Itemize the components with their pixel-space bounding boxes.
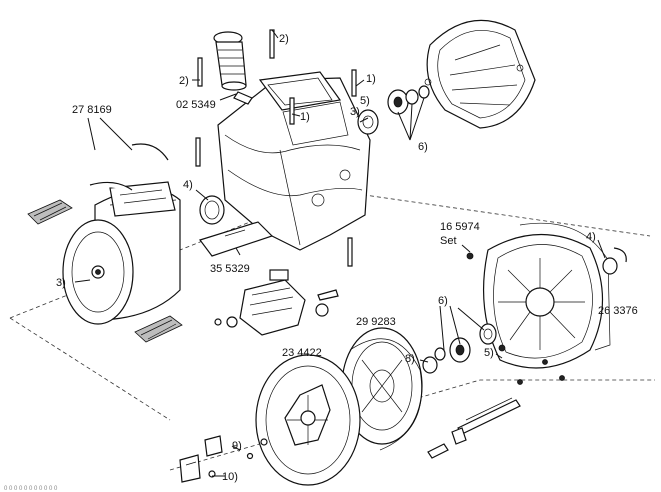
label-4-mid: 4): [183, 179, 193, 191]
label-299283: 29 9283: [356, 316, 396, 328]
bellows-hose: [213, 31, 253, 105]
motor: [214, 269, 339, 336]
leader-lines: [74, 29, 606, 477]
label-025349: 02 5349: [176, 99, 216, 111]
drum-straps: [89, 143, 169, 191]
label-278169: 27 8169: [72, 104, 112, 116]
label-1-hopper: 1): [300, 111, 310, 123]
label-3-top: 3): [350, 106, 360, 118]
front-panel: [255, 354, 361, 486]
sensor-plug: [427, 443, 449, 459]
bearing-set-top: [357, 85, 430, 135]
drum-paddles: [27, 199, 183, 343]
label-5-top: 5): [360, 95, 370, 107]
label-5-mid: 5): [484, 347, 494, 359]
label-1-right: 1): [366, 73, 376, 85]
label-set: Set: [440, 235, 457, 247]
label-10: 10): [222, 471, 238, 483]
label-9: 9): [232, 440, 242, 452]
springs: [195, 29, 357, 267]
label-165974: 16 5974: [440, 221, 480, 233]
label-8: 8): [405, 353, 415, 365]
tub-body: [217, 71, 371, 251]
label-3-drum: 3): [56, 277, 66, 289]
label-234422: 23 4422: [282, 347, 322, 359]
footer-text: 0 0 0 0 0 0 0 0 0 0 0: [4, 486, 58, 492]
label-4-right: 4): [586, 231, 596, 243]
label-2-left: 2): [179, 75, 189, 87]
rear-tub-half: [482, 222, 627, 369]
bearing-set-mid: [422, 323, 497, 374]
label-6-mid: 6): [438, 295, 448, 307]
gasket-ring: [349, 338, 423, 451]
mounting-plate: [199, 221, 274, 257]
seal-ring-mid: [199, 195, 225, 225]
small-screws: [466, 252, 565, 385]
rear-cover: [424, 19, 536, 129]
heater-element: [451, 397, 521, 445]
callout-labels: 2) 2) 02 5349 27 8169 1) 1) 3) 5) 6) 4) …: [4, 33, 638, 492]
front-tub-ring: [341, 327, 423, 445]
drum: [62, 181, 181, 325]
label-2-top: 2): [279, 33, 289, 45]
label-263376: 26 3376: [598, 305, 638, 317]
label-6-top: 6): [418, 141, 428, 153]
label-355329: 35 5329: [210, 263, 250, 275]
